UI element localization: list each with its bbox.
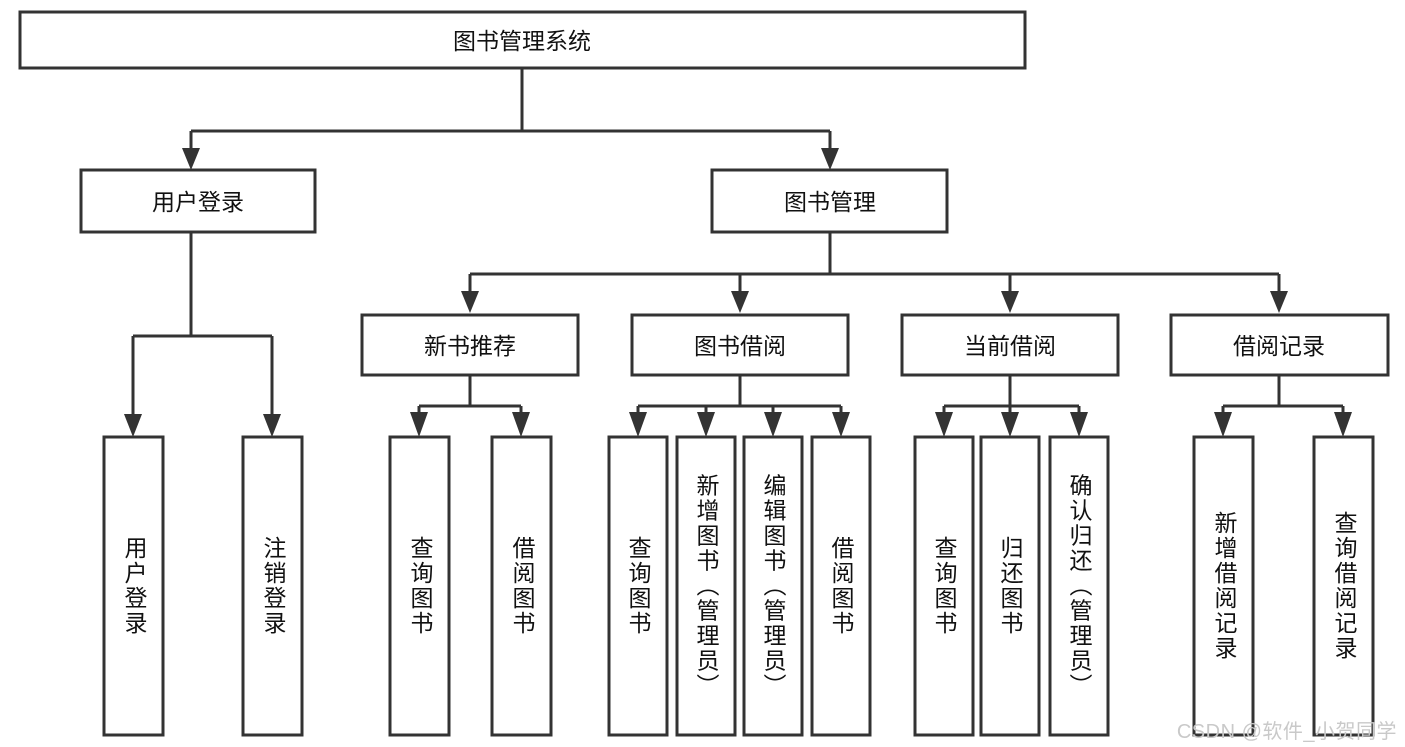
node-leaf-edit-book-label: 编辑图书（管理员） (760, 474, 787, 699)
node-new-book-recommend-label: 新书推荐 (424, 333, 516, 359)
arrowhead-leaf-edit-book (764, 412, 782, 437)
node-leaf-add-book[interactable]: 新增图书（管理员） (675, 435, 737, 737)
node-leaf-return-book[interactable]: 归还图书 (979, 435, 1041, 737)
arrowhead-leaf-return-book (1001, 412, 1019, 437)
node-leaf-query-book-2[interactable]: 查询图书 (607, 435, 669, 737)
node-leaf-query-book-2-box[interactable] (607, 435, 669, 737)
node-leaf-add-record[interactable]: 新增借阅记录 (1192, 435, 1255, 737)
node-new-book-recommend-box[interactable] (360, 313, 580, 377)
node-leaf-logout-login-box[interactable] (241, 435, 304, 737)
node-book-manage[interactable]: 图书管理 (710, 168, 949, 234)
node-leaf-add-record-label: 新增借阅记录 (1211, 511, 1238, 661)
node-leaf-borrow-book-1-box[interactable] (490, 435, 553, 737)
arrowhead-leaf-borrow-book-1 (512, 412, 530, 437)
node-leaf-confirm-return-label: 确认归还（管理员） (1066, 474, 1093, 699)
node-leaf-query-book-1-label: 查询图书 (407, 536, 434, 636)
node-leaf-user-login-label: 用户登录 (121, 536, 148, 636)
node-leaf-query-book-3-label: 查询图书 (931, 536, 958, 636)
arrowhead-leaf-add-book (697, 412, 715, 437)
node-leaf-query-book-3-box[interactable] (913, 435, 975, 737)
node-root-label: 图书管理系统 (453, 28, 591, 54)
node-new-book-recommend[interactable]: 新书推荐 (360, 313, 580, 377)
node-leaf-edit-book-box[interactable] (742, 435, 804, 737)
node-leaf-user-login-box[interactable] (102, 435, 165, 737)
connector-group-new-book-recommend (410, 375, 530, 437)
connector-group-current-borrow (935, 375, 1088, 437)
arrowhead-leaf-add-record (1214, 412, 1232, 437)
arrowhead-leaf-borrow-book-2 (832, 412, 850, 437)
node-root-box[interactable] (18, 10, 1027, 70)
node-leaf-confirm-return-box[interactable] (1048, 435, 1110, 737)
arrowhead-leaf-query-book-3 (935, 412, 953, 437)
node-leaf-query-record-label: 查询借阅记录 (1331, 511, 1358, 661)
node-leaf-query-record-box[interactable] (1312, 435, 1375, 737)
node-leaf-borrow-book-2-label: 借阅图书 (828, 536, 855, 636)
node-leaf-confirm-return[interactable]: 确认归还（管理员） (1048, 435, 1110, 737)
arrowhead-book-borrow (731, 291, 749, 313)
node-leaf-edit-book[interactable]: 编辑图书（管理员） (742, 435, 804, 737)
node-leaf-query-book-1[interactable]: 查询图书 (388, 435, 451, 737)
node-user-login-box[interactable] (79, 168, 317, 234)
node-leaf-return-book-box[interactable] (979, 435, 1041, 737)
connector-group-book-borrow (629, 375, 850, 437)
node-current-borrow-box[interactable] (900, 313, 1120, 377)
node-book-manage-label: 图书管理 (784, 189, 876, 215)
arrowhead-current-borrow (1001, 291, 1019, 313)
connector-group-user-login (124, 232, 281, 437)
arrowhead-leaf-query-book-1 (410, 412, 428, 437)
connector-group-book-manage (461, 232, 1288, 313)
node-leaf-logout-login-label: 注销登录 (260, 536, 287, 636)
arrowhead-user-login (182, 148, 200, 170)
node-leaf-add-record-box[interactable] (1192, 435, 1255, 737)
node-leaf-logout-login[interactable]: 注销登录 (241, 435, 304, 737)
arrowhead-borrow-record (1270, 291, 1288, 313)
node-leaf-add-book-box[interactable] (675, 435, 737, 737)
node-current-borrow[interactable]: 当前借阅 (900, 313, 1120, 377)
node-leaf-return-book-label: 归还图书 (997, 536, 1024, 636)
node-leaf-borrow-book-1-label: 借阅图书 (509, 536, 536, 636)
node-leaf-query-record[interactable]: 查询借阅记录 (1312, 435, 1375, 737)
arrowhead-leaf-query-record (1334, 412, 1352, 437)
node-leaf-user-login[interactable]: 用户登录 (102, 435, 165, 737)
arrowhead-leaf-query-book-2 (629, 412, 647, 437)
connector-group-borrow-record (1214, 375, 1352, 437)
connector-group-root (182, 68, 839, 170)
node-leaf-query-book-2-label: 查询图书 (625, 536, 652, 636)
node-user-login-label: 用户登录 (152, 189, 244, 215)
node-book-borrow-box[interactable] (630, 313, 850, 377)
node-book-manage-box[interactable] (710, 168, 949, 234)
node-book-borrow[interactable]: 图书借阅 (630, 313, 850, 377)
node-leaf-add-book-label: 新增图书（管理员） (693, 474, 720, 699)
arrowhead-leaf-logout-login (263, 414, 281, 437)
arrowhead-new-book-recommend (461, 291, 479, 313)
node-user-login[interactable]: 用户登录 (79, 168, 317, 234)
arrowhead-book-manage (821, 148, 839, 170)
node-borrow-record-label: 借阅记录 (1233, 333, 1325, 359)
arrowhead-leaf-confirm-return (1070, 412, 1088, 437)
node-current-borrow-label: 当前借阅 (964, 333, 1056, 359)
node-leaf-query-book-1-box[interactable] (388, 435, 451, 737)
node-book-borrow-label: 图书借阅 (694, 333, 786, 359)
node-leaf-borrow-book-2[interactable]: 借阅图书 (810, 435, 872, 737)
node-leaf-borrow-book-2-box[interactable] (810, 435, 872, 737)
node-leaf-query-book-3[interactable]: 查询图书 (913, 435, 975, 737)
node-leaf-borrow-book-1[interactable]: 借阅图书 (490, 435, 553, 737)
node-borrow-record[interactable]: 借阅记录 (1169, 313, 1390, 377)
node-borrow-record-box[interactable] (1169, 313, 1390, 377)
arrowhead-leaf-user-login (124, 414, 142, 437)
node-root[interactable]: 图书管理系统 (18, 10, 1027, 70)
